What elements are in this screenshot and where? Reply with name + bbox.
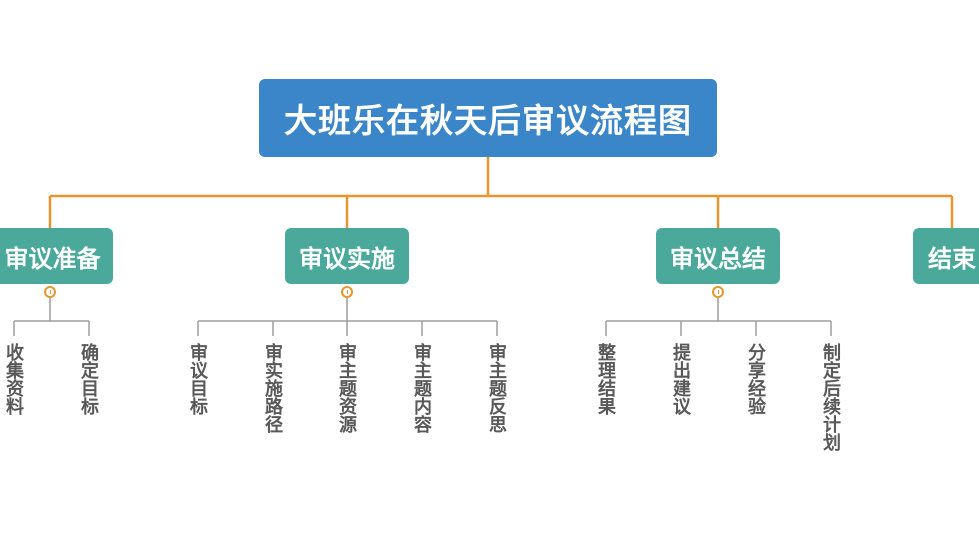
- leaf-item-review-content: 审主题内容: [411, 343, 432, 433]
- collapse-toggle-icon[interactable]: [341, 286, 353, 298]
- leaf-item-share-experience: 分享经验: [745, 343, 766, 415]
- stage-node-prep[interactable]: 审议准备: [0, 228, 113, 284]
- collapse-toggle-icon[interactable]: [712, 286, 724, 298]
- stage-node-end[interactable]: 结束: [913, 228, 979, 284]
- leaf-item-review-path: 审实施路径: [262, 343, 283, 433]
- leaf-item-collect-data: 收集资料: [3, 343, 24, 415]
- stage-node-summary[interactable]: 审议总结: [656, 228, 780, 284]
- leaf-item-review-reflection: 审主题反思: [486, 343, 507, 433]
- leaf-item-review-resources: 审主题资源: [336, 343, 357, 433]
- leaf-item-organize-results: 整理结果: [595, 343, 616, 415]
- title-box: 大班乐在秋天后审议流程图: [259, 79, 717, 157]
- leaf-item-suggestions: 提出建议: [670, 343, 691, 415]
- leaf-item-set-goals: 确定目标: [78, 343, 99, 415]
- stage-node-implement[interactable]: 审议实施: [285, 228, 409, 284]
- leaf-item-follow-up-plan: 制定后续计划: [820, 343, 841, 451]
- leaf-item-review-goals: 审议目标: [187, 343, 208, 415]
- collapse-toggle-icon[interactable]: [44, 286, 56, 298]
